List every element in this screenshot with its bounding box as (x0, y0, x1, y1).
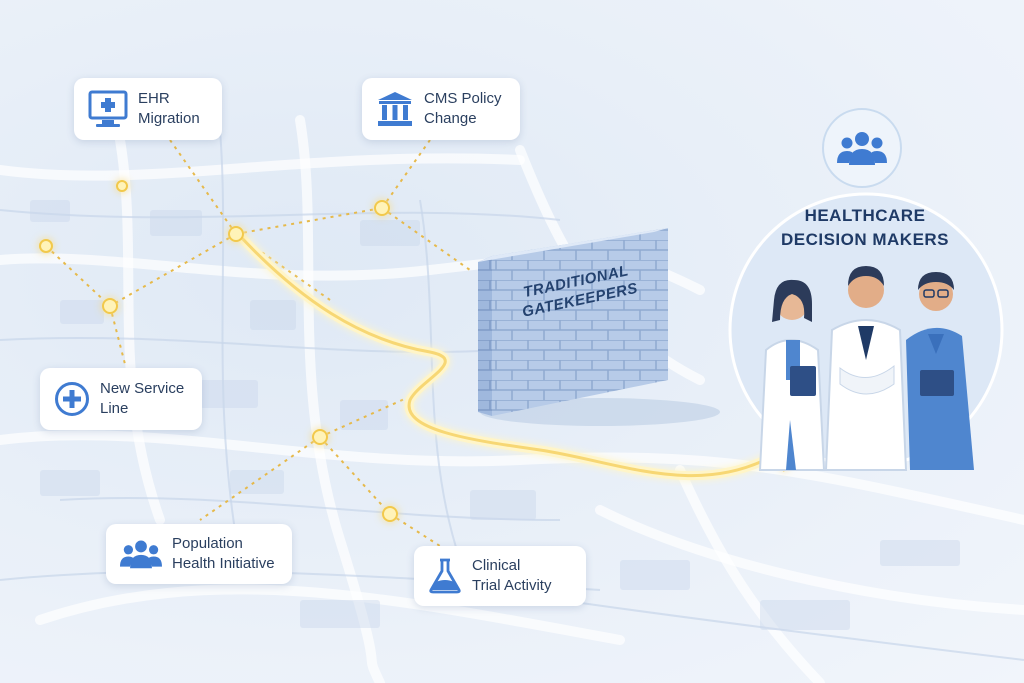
doctor-figure (758, 279, 826, 471)
network-node (228, 226, 244, 242)
network-node (382, 506, 398, 522)
card-label: Clinical Trial Activity (472, 557, 552, 594)
doctor-figure (824, 266, 908, 471)
card-label: CMS Policy Change (424, 90, 502, 127)
card-label: EHR Migration (138, 90, 200, 127)
plus-circle-icon (54, 381, 90, 417)
card-ehr-migration: EHR Migration (74, 78, 222, 140)
network-node (312, 429, 328, 445)
card-label: Population Health Initiative (172, 535, 275, 572)
network-node (374, 200, 390, 216)
people-group-icon (120, 537, 162, 571)
card-cms-policy-change: CMS Policy Change (362, 78, 520, 140)
people-group-icon (837, 132, 887, 165)
card-population-health-initiative: Population Health Initiative (106, 524, 292, 584)
doctor-figure (906, 272, 974, 470)
network-node (102, 298, 118, 314)
flask-icon (428, 558, 462, 594)
card-clinical-trial-activity: Clinical Trial Activity (414, 546, 586, 606)
network-node (39, 239, 53, 253)
card-new-service-line: New Service Line (40, 368, 202, 430)
dotted-connector-lines (45, 139, 471, 547)
network-node (116, 180, 128, 192)
card-label: New Service Line (100, 380, 185, 417)
decision-makers-icon-badge (822, 108, 902, 188)
monitor-plus-icon (88, 90, 128, 128)
decision-makers-title: HEALTHCARE DECISION MAKERS (780, 206, 950, 249)
government-building-icon (376, 90, 414, 128)
